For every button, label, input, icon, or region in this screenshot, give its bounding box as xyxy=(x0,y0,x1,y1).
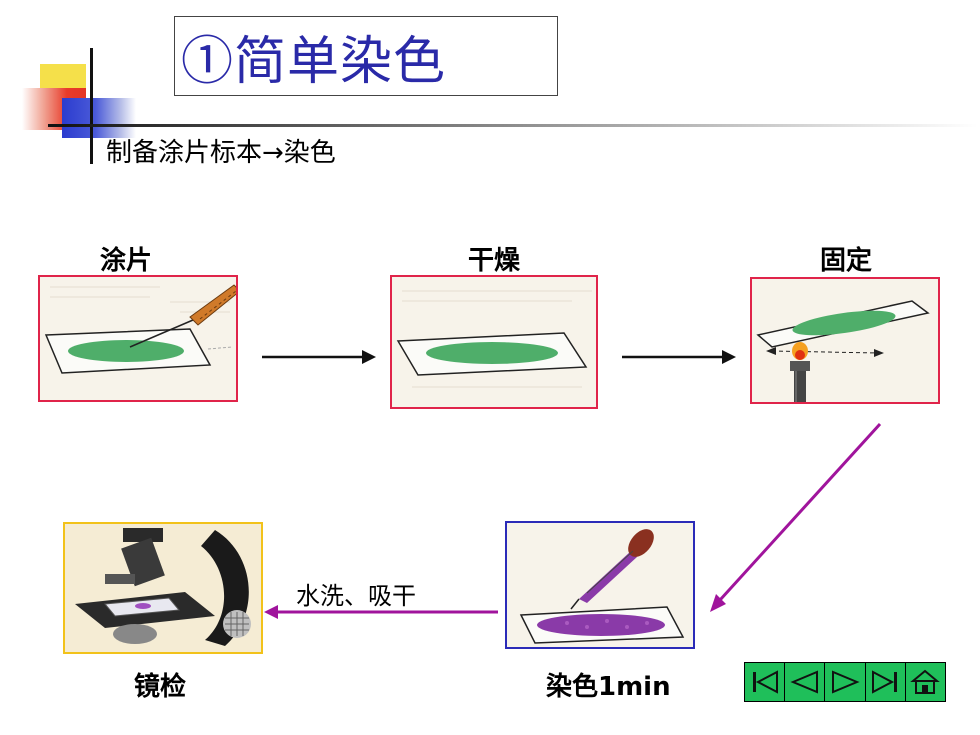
home-button[interactable] xyxy=(905,663,946,701)
decorative-vertical-line xyxy=(90,48,93,164)
smear-illustration xyxy=(38,275,238,402)
step-label-dry: 干燥 xyxy=(468,246,521,276)
slide-subtitle: 制备涂片标本→染色 xyxy=(106,138,336,168)
arrow-stain-to-inspect xyxy=(264,605,498,619)
first-icon xyxy=(752,670,778,694)
step-label-inspect: 镜检 xyxy=(134,672,187,702)
stain-slide-image xyxy=(507,523,693,647)
microscope-image xyxy=(65,524,261,652)
dry-slide-image xyxy=(392,277,596,407)
fix-slide-image xyxy=(752,279,938,402)
step-label-smear: 涂片 xyxy=(100,246,153,276)
first-slide-button[interactable] xyxy=(745,663,786,701)
smear-slide-image xyxy=(40,277,236,400)
decorative-blue-block xyxy=(62,98,136,138)
fix-illustration xyxy=(750,277,940,404)
next-icon xyxy=(832,670,860,694)
microscope-illustration xyxy=(63,522,263,654)
arrow-smear-to-dry xyxy=(262,350,376,364)
previous-slide-button[interactable] xyxy=(785,663,826,701)
dry-illustration xyxy=(390,275,598,409)
last-icon xyxy=(872,670,898,694)
previous-icon xyxy=(790,670,818,694)
wash-dry-label: 水洗、吸干 xyxy=(296,582,416,610)
arrow-dry-to-fix xyxy=(622,350,736,364)
step-label-stain: 染色1min xyxy=(546,672,671,702)
slide-navigation-bar xyxy=(744,662,946,702)
slide-title: ①简单染色 xyxy=(181,31,447,92)
stain-illustration xyxy=(505,521,695,649)
title-box: ①简单染色 xyxy=(174,16,558,96)
home-icon xyxy=(910,669,941,694)
arrow-fix-to-stain xyxy=(710,422,882,612)
next-slide-button[interactable] xyxy=(825,663,866,701)
last-slide-button[interactable] xyxy=(865,663,906,701)
decorative-horizontal-line xyxy=(48,124,978,127)
step-label-fix: 固定 xyxy=(820,246,873,276)
